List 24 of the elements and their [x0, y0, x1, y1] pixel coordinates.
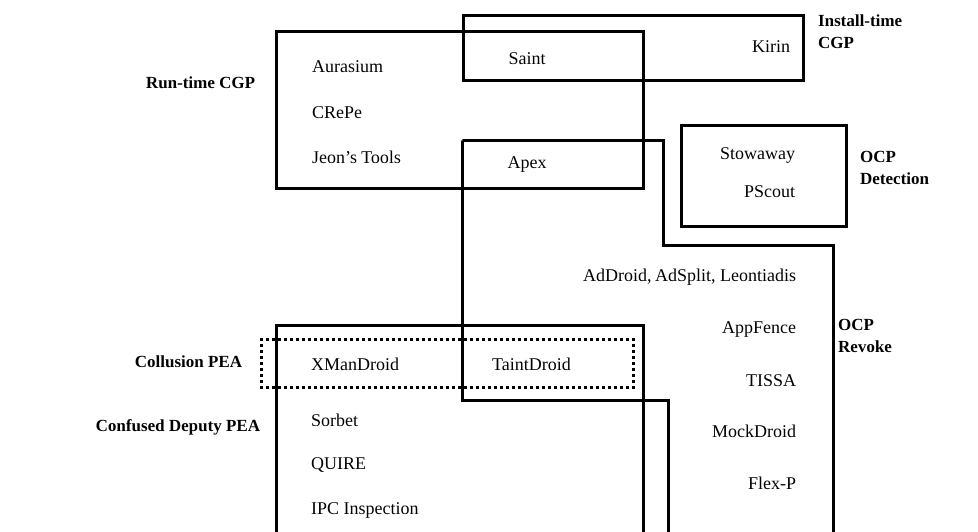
- region-label: OCP Detection: [860, 146, 930, 190]
- item-label: Kirin: [752, 35, 790, 57]
- item-label: AdDroid, AdSplit, Leontiadis: [583, 264, 796, 286]
- item-label: Stowaway: [720, 142, 795, 164]
- item-label: Flex-P: [748, 472, 796, 494]
- item-label: Saint: [508, 47, 546, 69]
- region-label: Collusion PEA: [134, 351, 242, 373]
- region-label: Install-time CGP: [818, 10, 904, 54]
- region-label: Run-time CGP: [144, 72, 255, 94]
- item-label: AppFence: [722, 316, 796, 338]
- region-label: OCP Revoke: [838, 314, 893, 358]
- item-label: XManDroid: [311, 353, 399, 375]
- item-label: Jeon’s Tools: [312, 146, 401, 168]
- item-label: TISSA: [746, 369, 796, 391]
- item-label: CRePe: [312, 101, 362, 123]
- item-label: QUIRE: [311, 452, 366, 474]
- item-label: Aurasium: [312, 55, 383, 77]
- item-label: TaintDroid: [492, 353, 571, 375]
- item-label: PScout: [744, 180, 795, 202]
- item-label: IPC Inspection: [311, 497, 418, 519]
- item-label: Sorbet: [311, 409, 358, 431]
- region-label: Confused Deputy PEA: [94, 415, 260, 437]
- item-label: Apex: [508, 151, 546, 173]
- item-label: MockDroid: [712, 420, 796, 442]
